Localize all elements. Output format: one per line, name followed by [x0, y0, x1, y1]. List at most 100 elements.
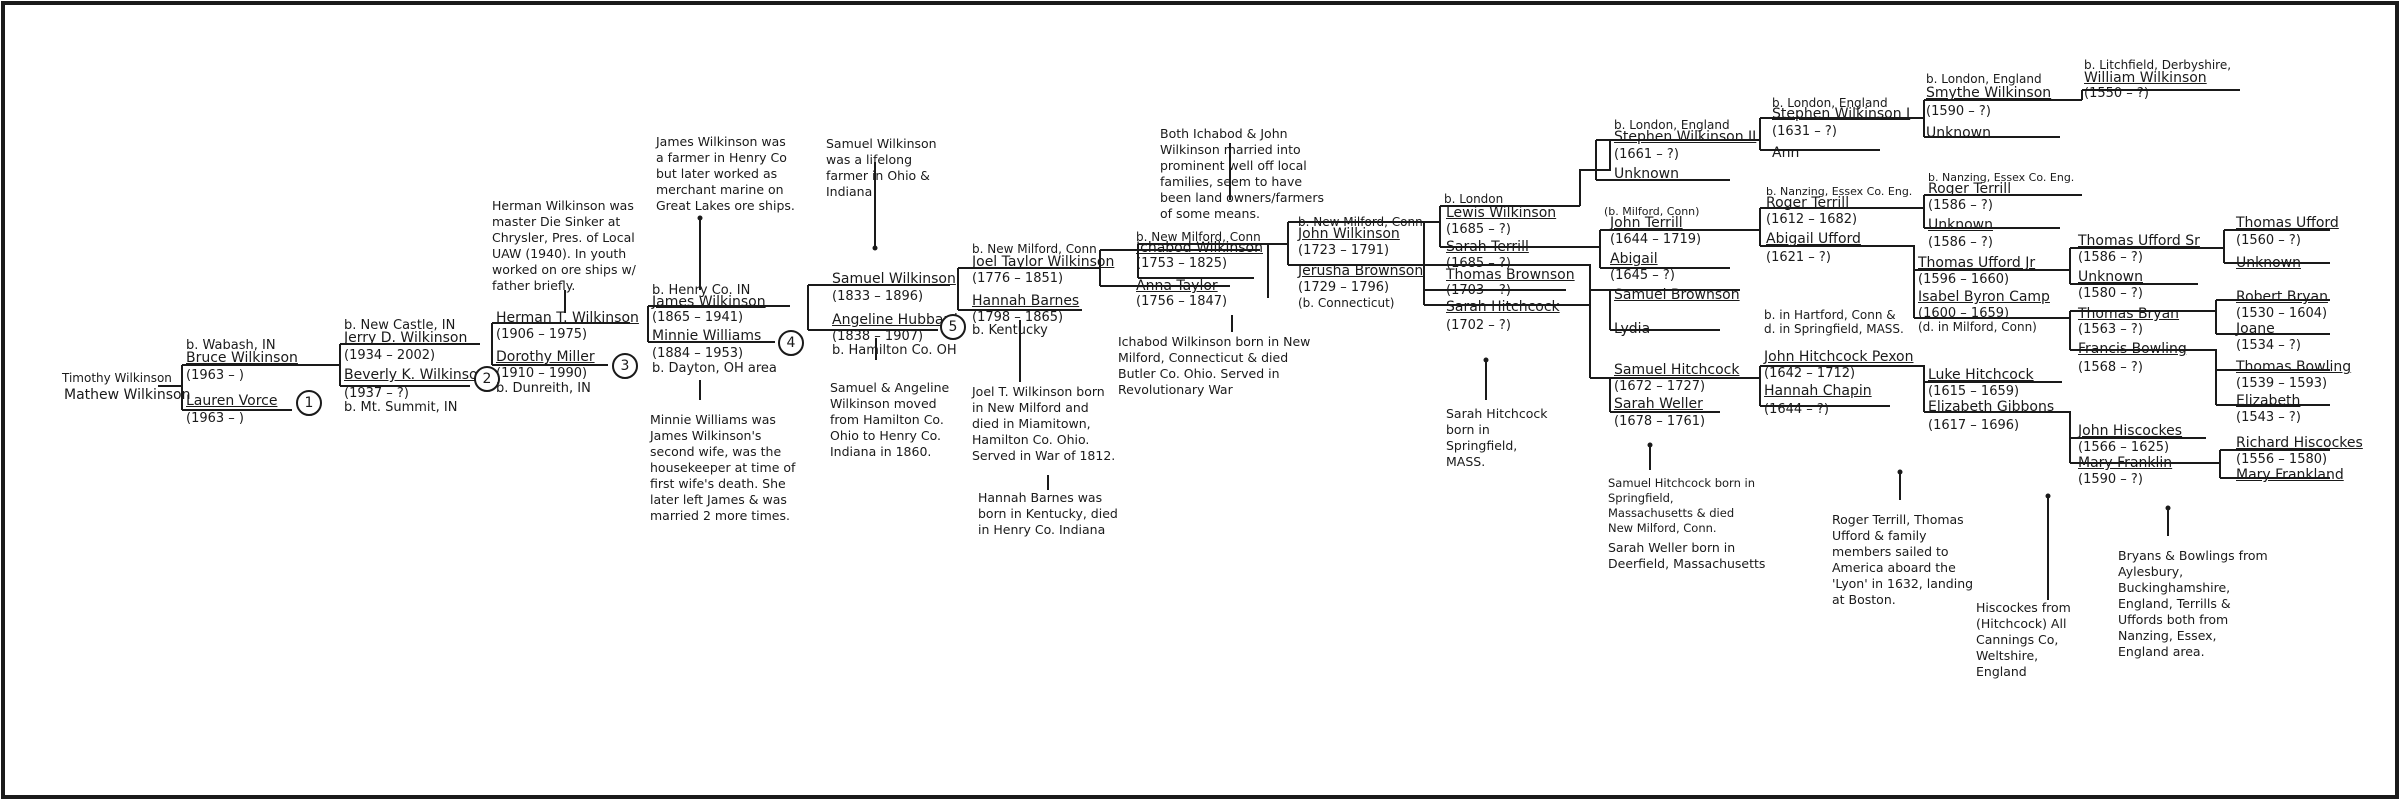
connector-gen11-wilkinson [1595, 139, 1760, 181]
gen5-father-birth: b. Henry Co. IN [652, 283, 751, 298]
gen14-p7-dates: (1590 – ?) [2078, 472, 2143, 487]
gen9-mother-dates: (1729 – 1796) [1298, 280, 1390, 295]
gen7-father-dates: (1776 – 1851) [972, 271, 1064, 286]
gen7-father-name: Joel Taylor Wilkinson [972, 254, 1115, 270]
note-herman: Herman Wilkinson was master Die Sinker a… [492, 198, 636, 293]
gen10-p2-name: Sarah Terrill [1446, 239, 1529, 255]
connector-gen13-ufford [1890, 245, 2062, 319]
gen10-p1-birth: b. London [1444, 192, 1504, 206]
note-joel: Joel T. Wilkinson born in New Milford an… [972, 384, 1116, 463]
gen13-p2-name: Unknown [1926, 125, 1991, 141]
gen6-mother-dates: (1838 – 1907) [832, 329, 924, 344]
connector-gen4-pair [491, 322, 630, 366]
gen4-father-dates: (1906 – 1975) [496, 327, 588, 342]
gen12-p3-birth: b. Nanzing, Essex Co. Eng. [1766, 185, 1913, 198]
gen10-p4-dates: (1702 – ?) [1446, 318, 1511, 333]
gen4-mother-dates: (1910 – 1990) [496, 366, 588, 381]
gen2-father-name: Bruce Wilkinson [186, 350, 298, 366]
connector-gen14-hiscockes [2062, 411, 2206, 464]
gen13-p6-dates: (1600 – 1659) [1918, 306, 2010, 321]
gen15-p4-dates: (1534 – ?) [2236, 338, 2301, 353]
generation-marker-1: 1 [296, 390, 322, 416]
gen12-p4-name: Abigail Ufford [1766, 231, 1861, 247]
gen13-p7-dates: (1615 – 1659) [1928, 384, 2020, 399]
gen7-mother-birth: b. Kentucky [972, 323, 1048, 338]
child-name-1: Timothy Wilkinson [62, 371, 172, 385]
connector-gen13-terrill [1920, 194, 2082, 229]
gen13-p6-death: (d. in Milford, Conn) [1918, 320, 2037, 334]
gen10-p3-name: Thomas Brownson [1446, 267, 1575, 283]
gen14-p3-name: Unknown [2078, 269, 2143, 285]
note-samuel: Samuel Wilkinson was a lifelong farmer i… [826, 136, 937, 199]
gen3-mother-name: Beverly K. Wilkinson [344, 367, 487, 383]
connector-gen14-wilkinson [2081, 89, 2240, 100]
gen4-mother-name: Dorothy Miller [496, 349, 595, 365]
gen9-father-name: John Wilkinson [1298, 226, 1400, 242]
gen7-mother-name: Hannah Barnes [972, 293, 1080, 309]
connector-gen3-pair [339, 343, 480, 387]
gen4-mother-birth: b. Dunreith, IN [496, 381, 591, 396]
connector-gen15-bryan [2206, 299, 2330, 335]
gen14-p5-dates: (1568 – ?) [2078, 360, 2143, 375]
gen2-mother-dates: (1963 – ) [186, 411, 244, 426]
gen13-p5-dates: (1596 – 1660) [1918, 272, 2010, 287]
connector-gen11-terrill [1580, 229, 1760, 269]
gen13-p3-dates: (1586 – ?) [1928, 198, 1993, 213]
gen12-p6-dates: (1644 – ?) [1764, 402, 1829, 417]
gen12-p5-dates: (1642 – 1712) [1764, 366, 1856, 381]
gen10-p4-name: Sarah Hitchcock [1446, 299, 1560, 315]
connector-gen13-lhitchcock [1920, 365, 2062, 413]
gen5-father-dates: (1865 – 1941) [652, 310, 744, 325]
gen15-p3-dates: (1530 – 1604) [2236, 306, 2328, 321]
gen13-p3-birth: b. Nanzing, Essex Co. Eng. [1928, 171, 2075, 184]
gen15-p5-name: Thomas Bowling [2236, 359, 2352, 375]
gen3-father-name: Jerry D. Wilkinson [344, 330, 468, 346]
gen9-mother-name: Jerusha Brownson [1298, 263, 1424, 279]
gen13-p8-dates: (1617 – 1696) [1928, 418, 2020, 433]
gen12-p3-dates: (1612 – 1682) [1766, 212, 1858, 227]
gen5-mother-name: Minnie Williams [652, 328, 762, 344]
gen13-p8-name: Elizabeth Gibbons [1928, 399, 2055, 415]
gen15-p5-dates: (1539 – 1593) [2236, 376, 2328, 391]
gen15-p4-name: Joane [2236, 321, 2275, 337]
connector-gen12-terrill [1759, 207, 1920, 247]
gen11-p7-dates: (1672 – 1727) [1614, 379, 1706, 394]
gen9-father-dates: (1723 – 1791) [1298, 243, 1390, 258]
gen13-p1-name: Smythe Wilkinson [1926, 85, 2052, 101]
note-hiscockes: Hiscockes from (Hitchcock) All Cannings … [1976, 600, 2071, 679]
connector-gen10-left [1287, 221, 1440, 266]
connector-gen7-pair [957, 267, 1100, 311]
note-samuel-hitchcock: Samuel Hitchcock born in Springfield, Ma… [1608, 476, 1756, 535]
connector-gen11-brownson [1580, 264, 1740, 331]
gen13-p7-name: Luke Hitchcock [1928, 367, 2034, 383]
connector-gen12-hitchcock [1759, 365, 1920, 407]
gen14-p5-name: Francis Bowling [2078, 341, 2187, 357]
gen8-father-birth: b. New Milford, Conn [1136, 230, 1261, 244]
gen14-p1-birth: b. Litchfield, Derbyshire, [2084, 58, 2232, 72]
connector-gen12-wilkinson [1759, 117, 1924, 151]
gen14-p2-dates: (1586 – ?) [2078, 250, 2143, 265]
gen15-p6-dates: (1543 – ?) [2236, 410, 2301, 425]
child-name-2: Mathew Wilkinson [64, 387, 191, 403]
gen10-p1-name: Lewis Wilkinson [1446, 205, 1557, 221]
gen11-p1-birth: b. London, England [1614, 118, 1730, 132]
gen11-p2-name: Unknown [1614, 166, 1679, 182]
note-minnie: Minnie Williams was James Wilkinson's se… [650, 412, 796, 523]
gen5-mother-birth: b. Dayton, OH area [652, 361, 777, 376]
gen12-p1-name: Stephen Wilkinson I [1772, 106, 1911, 122]
connector-gen15-ufford [2206, 229, 2330, 264]
gen9-father-birth: b. New Milford, Conn [1298, 215, 1423, 229]
gen8-mother-name: Anna Taylor [1136, 278, 1218, 294]
connector-gen6-pair [807, 284, 950, 331]
connector-gen10-pair1 [1439, 205, 1580, 248]
gen6-mother-birth: b. Hamilton Co. OH [832, 343, 957, 358]
note-ichabod-john: Both Ichabod & John Wilkinson married in… [1160, 126, 1325, 221]
gen14-p7-name: Mary Franklin [2078, 455, 2173, 471]
gen12-p5-birth2: d. in Springfield, MASS. [1764, 322, 1904, 336]
gen11-p1-dates: (1661 – ?) [1614, 147, 1679, 162]
connector-gen11-hitchcock [1566, 304, 1760, 413]
gen14-p2-name: Thomas Ufford Sr [2078, 233, 2200, 249]
gen15-p6-name: Elizabeth [2236, 393, 2301, 409]
